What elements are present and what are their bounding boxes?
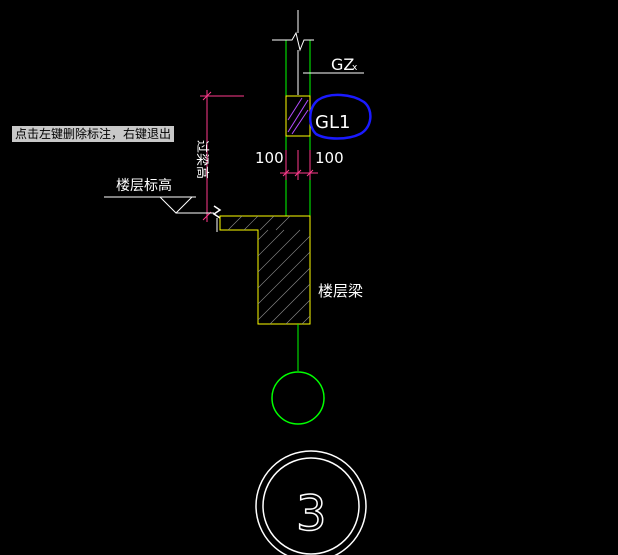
axis-circle-green (271, 371, 325, 425)
lintel-hatch-3 (287, 97, 303, 121)
floor-beam-label: 楼层梁 (318, 282, 363, 300)
lintel-hatch-2 (291, 109, 309, 135)
floor-beam-hatch (227, 215, 311, 325)
vertical-dim-tick-top (202, 91, 212, 101)
status-tooltip: 点击左键删除标注，右键退出 (12, 126, 175, 142)
cloud-mark[interactable] (309, 93, 372, 140)
floor-elevation-triangle (159, 196, 193, 214)
gl-label: GL1 (315, 112, 350, 133)
axis-number-label: 3 (296, 486, 327, 542)
dim-tick-1 (282, 169, 290, 177)
axis-bubble-inner (262, 457, 360, 555)
dim-right-label: 100 (315, 149, 344, 167)
lintel-hatch-1 (287, 99, 309, 133)
gz-subscript: x (352, 63, 358, 73)
cursor-mark (212, 205, 222, 219)
dim-left-label: 100 (255, 149, 284, 167)
dim-tick-3 (306, 169, 314, 177)
axis-bubble-outer (255, 450, 367, 555)
vertical-dim-label: 过梁高 (194, 140, 210, 179)
floor-elevation-label: 楼层标高 (116, 177, 172, 194)
dim-tick-2 (294, 169, 302, 177)
floor-beam-outline (219, 215, 311, 325)
gz-label: GZ (331, 55, 354, 74)
break-symbol (272, 31, 314, 52)
